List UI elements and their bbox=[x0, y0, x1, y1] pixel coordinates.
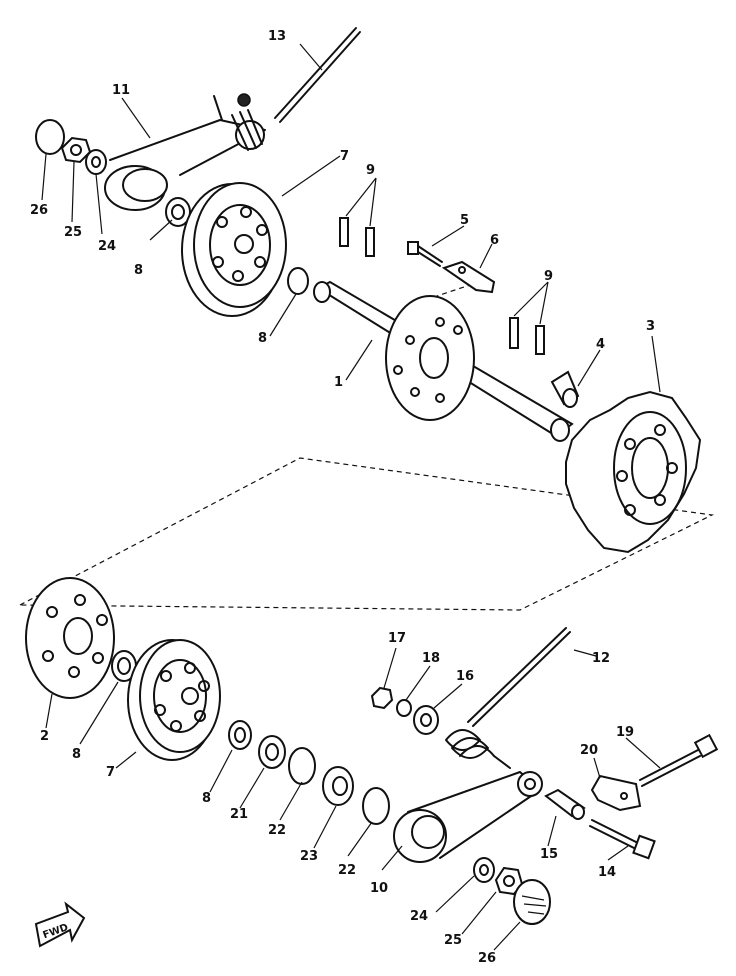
wheel-7-bottom bbox=[127, 639, 221, 761]
hub-plate-2 bbox=[25, 577, 115, 699]
callout-16: 16 bbox=[456, 669, 474, 684]
bolt-19 bbox=[639, 733, 719, 787]
bolt-5 bbox=[407, 241, 443, 267]
dashed-assembly-outline bbox=[19, 284, 715, 611]
pins-9-lower bbox=[509, 317, 545, 355]
collar-4 bbox=[550, 370, 580, 408]
callout-15: 15 bbox=[540, 847, 558, 862]
callout-7-top: 7 bbox=[340, 149, 349, 164]
bearing-23 bbox=[322, 766, 354, 806]
callout-24-top: 24 bbox=[98, 239, 116, 254]
bracket-6 bbox=[441, 260, 496, 294]
callout-26-bottom: 26 bbox=[478, 951, 496, 966]
spring-16 bbox=[445, 729, 511, 769]
snap-ring-26-top bbox=[35, 119, 65, 155]
callout-22-left: 22 bbox=[268, 823, 286, 838]
washer-8-bottom bbox=[228, 720, 252, 750]
callout-23: 23 bbox=[300, 849, 318, 864]
callout-1: 1 bbox=[334, 375, 343, 390]
circlip-22-left bbox=[288, 747, 316, 785]
wheel-7-top bbox=[181, 182, 287, 317]
callout-21: 21 bbox=[230, 807, 248, 822]
callout-14: 14 bbox=[598, 865, 616, 880]
sleeve-15 bbox=[544, 788, 586, 820]
callout-3: 3 bbox=[646, 319, 655, 334]
callout-9-lower: 9 bbox=[544, 269, 553, 284]
callout-11: 11 bbox=[112, 83, 130, 98]
callout-4: 4 bbox=[596, 337, 605, 352]
washer-8-top bbox=[165, 197, 191, 227]
washer-24-bottom bbox=[473, 857, 495, 883]
callout-18: 18 bbox=[422, 651, 440, 666]
washer-8-bottom-left bbox=[111, 650, 137, 682]
callout-8-b: 8 bbox=[258, 331, 267, 346]
callout-24-bottom: 24 bbox=[410, 909, 428, 924]
callout-26-top: 26 bbox=[30, 203, 48, 218]
arm-10 bbox=[393, 771, 543, 863]
cap-26-bottom bbox=[513, 879, 551, 925]
sprocket-3 bbox=[565, 390, 702, 554]
callout-13: 13 bbox=[268, 29, 286, 44]
callout-20: 20 bbox=[580, 743, 598, 758]
callout-25-bottom: 25 bbox=[444, 933, 462, 948]
nut-17 bbox=[370, 686, 394, 710]
callout-17: 17 bbox=[388, 631, 406, 646]
bracket-20 bbox=[590, 774, 642, 812]
callout-5: 5 bbox=[460, 213, 469, 228]
callout-22-right: 22 bbox=[338, 863, 356, 878]
callout-6: 6 bbox=[490, 233, 499, 248]
circlip-22-right bbox=[362, 787, 390, 825]
callout-2: 2 bbox=[40, 729, 49, 744]
snap-ring-8-top bbox=[287, 267, 309, 295]
callout-10: 10 bbox=[370, 881, 388, 896]
callout-8-d: 8 bbox=[202, 791, 211, 806]
callout-8-a: 8 bbox=[134, 263, 143, 278]
washer-18 bbox=[396, 699, 412, 717]
callout-25-top: 25 bbox=[64, 225, 82, 240]
leader-lines bbox=[41, 43, 661, 951]
washer-24-top bbox=[85, 149, 107, 175]
fwd-arrow-icon: FWD bbox=[34, 901, 86, 948]
bolt-14 bbox=[589, 819, 656, 860]
callout-8-c: 8 bbox=[72, 747, 81, 762]
rod-12 bbox=[467, 627, 571, 727]
bearing-21 bbox=[258, 735, 286, 769]
callout-7-bottom: 7 bbox=[106, 765, 115, 780]
pins-9-upper bbox=[339, 217, 375, 257]
callout-labels: 13 11 26 25 24 8 7 9 8 5 6 9 4 1 3 2 8 7… bbox=[30, 29, 655, 966]
callout-9-upper: 9 bbox=[366, 163, 375, 178]
callout-19: 19 bbox=[616, 725, 634, 740]
shaft-flange bbox=[385, 295, 475, 421]
callout-12: 12 bbox=[592, 651, 610, 666]
rod-13 bbox=[274, 27, 361, 123]
arm-11 bbox=[104, 93, 266, 211]
spacer-16 bbox=[413, 705, 439, 735]
